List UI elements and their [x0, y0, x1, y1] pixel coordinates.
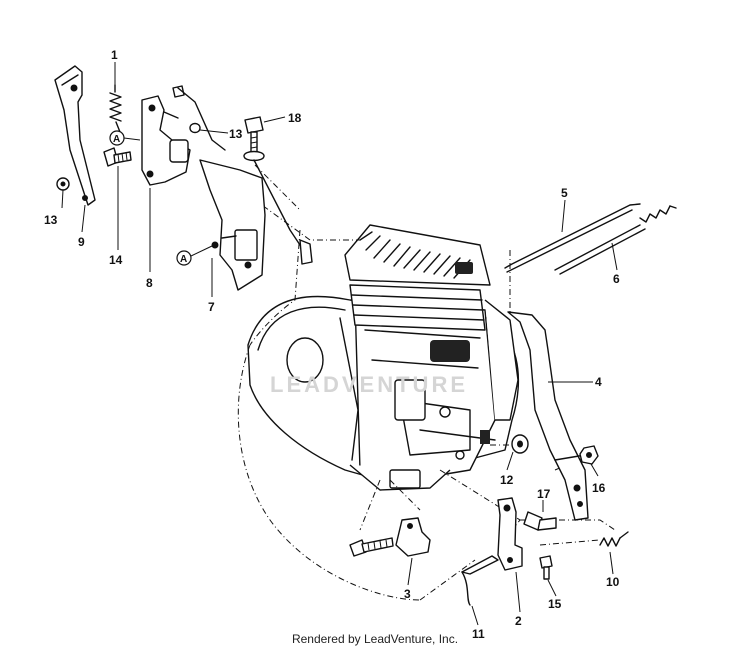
callout-labels: 1 2 3 4 5 6 7 8 9 10 11 12 13 13 14 15 1…	[44, 48, 620, 641]
callout-6: 6	[613, 272, 620, 286]
part-16-nut	[579, 445, 599, 465]
part-9-lever	[54, 65, 96, 206]
clamp-screw	[349, 537, 394, 557]
callout-4: 4	[595, 375, 602, 389]
part-7-governor-bracket	[199, 159, 266, 291]
part-13-ring-mid	[189, 122, 201, 134]
callout-13-mid: 13	[229, 127, 243, 141]
callout-2: 2	[515, 614, 522, 628]
part-3-clamp	[395, 517, 431, 557]
callout-3: 3	[404, 587, 411, 601]
reference-mark-a-1: A	[109, 130, 141, 146]
callout-16: 16	[592, 481, 606, 495]
part-11-rod	[461, 555, 499, 606]
callout-9: 9	[78, 235, 85, 249]
callout-13-left: 13	[44, 213, 58, 227]
callout-14: 14	[109, 253, 123, 267]
part-17-bolt	[523, 511, 557, 531]
callout-11: 11	[472, 627, 485, 641]
callout-15: 15	[548, 597, 562, 611]
callout-12: 12	[500, 473, 514, 487]
part-2-pivot-arm	[497, 497, 523, 571]
part-8-bracket	[141, 85, 191, 186]
engine-assembly	[247, 224, 520, 491]
watermark: LEADVENTURE	[270, 372, 468, 397]
callout-10: 10	[606, 575, 620, 589]
part-1-spring	[109, 84, 122, 133]
leader-lines	[61, 62, 618, 626]
governor-link-rod	[253, 159, 303, 249]
callout-18: 18	[288, 111, 302, 125]
part-5-rod	[504, 203, 641, 273]
callout-5: 5	[561, 186, 568, 200]
callout-7: 7	[208, 300, 215, 314]
link-rod-end	[299, 239, 313, 265]
svg-text:A: A	[113, 134, 120, 145]
svg-text:A: A	[180, 254, 187, 265]
part-10-spring	[599, 531, 629, 547]
part-14-bolt	[103, 147, 132, 167]
part-18-screw	[243, 116, 265, 162]
callout-17: 17	[537, 487, 551, 501]
callout-8: 8	[146, 276, 153, 290]
upper-link-rod	[177, 87, 226, 151]
footer-credit: Rendered by LeadVenture, Inc.	[291, 632, 459, 646]
part-13-ring-left	[56, 177, 70, 191]
reference-mark-a-2: A	[176, 245, 213, 266]
part-6-rod-spring	[554, 205, 677, 275]
part-12-washer	[511, 434, 529, 454]
callout-1: 1	[111, 48, 118, 62]
part-15-screw	[539, 555, 553, 580]
